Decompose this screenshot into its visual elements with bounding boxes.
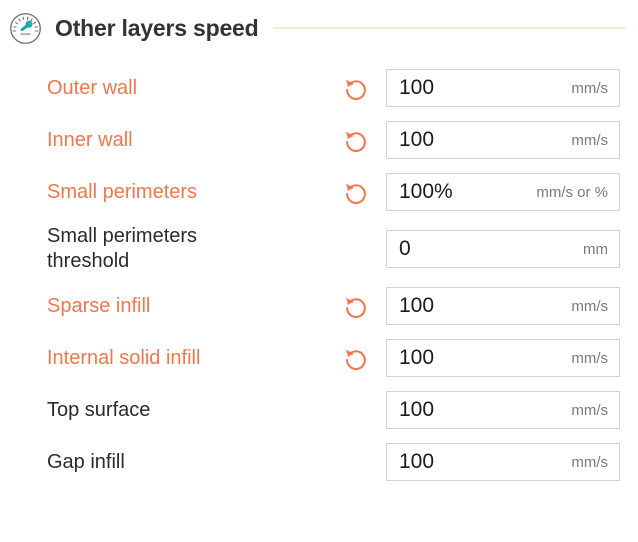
input-value: 100: [399, 346, 435, 369]
section-header: Other layers speed: [0, 0, 638, 56]
reset-slot: [343, 346, 386, 371]
speed-input-sparse-infill[interactable]: 100 mm/s: [386, 287, 620, 325]
input-value: 0: [399, 237, 411, 260]
input-unit: mm/s: [571, 349, 608, 367]
input-unit: mm/s: [571, 131, 608, 149]
setting-label-internal-solid-infill: Internal solid infill: [47, 346, 201, 369]
setting-row-gap-infill: Gap infill 100 mm/s: [0, 436, 638, 488]
speed-input-inner-wall[interactable]: 100 mm/s: [386, 121, 620, 159]
input-value: 100%: [399, 180, 453, 203]
setting-row-inner-wall: Inner wall 100 mm/s: [0, 114, 638, 166]
input-unit: mm: [583, 240, 608, 258]
input-value: 100: [399, 450, 435, 473]
input-unit: mm/s or %: [536, 183, 608, 201]
setting-row-outer-wall: Outer wall 100 mm/s: [0, 62, 638, 114]
reset-arrow-icon[interactable]: [343, 346, 368, 371]
reset-arrow-icon[interactable]: [343, 294, 368, 319]
setting-label-sparse-infill: Sparse infill: [47, 294, 151, 317]
setting-label-outer-wall: Outer wall: [47, 76, 138, 99]
speedometer-icon: [9, 12, 42, 45]
speed-input-small-perimeters[interactable]: 100% mm/s or %: [386, 173, 620, 211]
setting-row-small-perimeters: Small perimeters 100% mm/s or %: [0, 166, 638, 218]
input-unit: mm/s: [571, 453, 608, 471]
setting-row-sparse-infill: Sparse infill 100 mm/s: [0, 280, 638, 332]
page-title: Other layers speed: [55, 14, 259, 41]
reset-slot: [343, 128, 386, 153]
settings-rows-container: Outer wall 100 mm/s Inner wall 100 mm/s …: [0, 56, 638, 488]
threshold-input-small-perimeters[interactable]: 0 mm: [386, 230, 620, 268]
input-value: 100: [399, 128, 435, 151]
reset-arrow-icon[interactable]: [343, 128, 368, 153]
setting-label-top-surface: Top surface: [47, 398, 151, 421]
reset-slot: [343, 180, 386, 205]
reset-arrow-icon[interactable]: [343, 76, 368, 101]
speed-input-internal-solid-infill[interactable]: 100 mm/s: [386, 339, 620, 377]
setting-label-gap-infill: Gap infill: [47, 450, 125, 473]
setting-label-small-perimeters-threshold: Small perimeters threshold: [47, 225, 198, 272]
reset-slot: [343, 76, 386, 101]
input-value: 100: [399, 398, 435, 421]
reset-arrow-icon[interactable]: [343, 180, 368, 205]
setting-label-small-perimeters: Small perimeters: [47, 180, 198, 203]
reset-slot: [343, 294, 386, 319]
speed-input-gap-infill[interactable]: 100 mm/s: [386, 443, 620, 481]
speed-input-top-surface[interactable]: 100 mm/s: [386, 391, 620, 429]
title-divider: [272, 27, 626, 29]
input-unit: mm/s: [571, 401, 608, 419]
input-value: 100: [399, 76, 435, 99]
input-unit: mm/s: [571, 297, 608, 315]
input-value: 100: [399, 294, 435, 317]
setting-row-top-surface: Top surface 100 mm/s: [0, 384, 638, 436]
speed-input-outer-wall[interactable]: 100 mm/s: [386, 69, 620, 107]
setting-row-small-perimeters-threshold: Small perimeters threshold 0 mm: [0, 218, 638, 280]
setting-row-internal-solid-infill: Internal solid infill 100 mm/s: [0, 332, 638, 384]
input-unit: mm/s: [571, 79, 608, 97]
setting-label-inner-wall: Inner wall: [47, 128, 133, 151]
